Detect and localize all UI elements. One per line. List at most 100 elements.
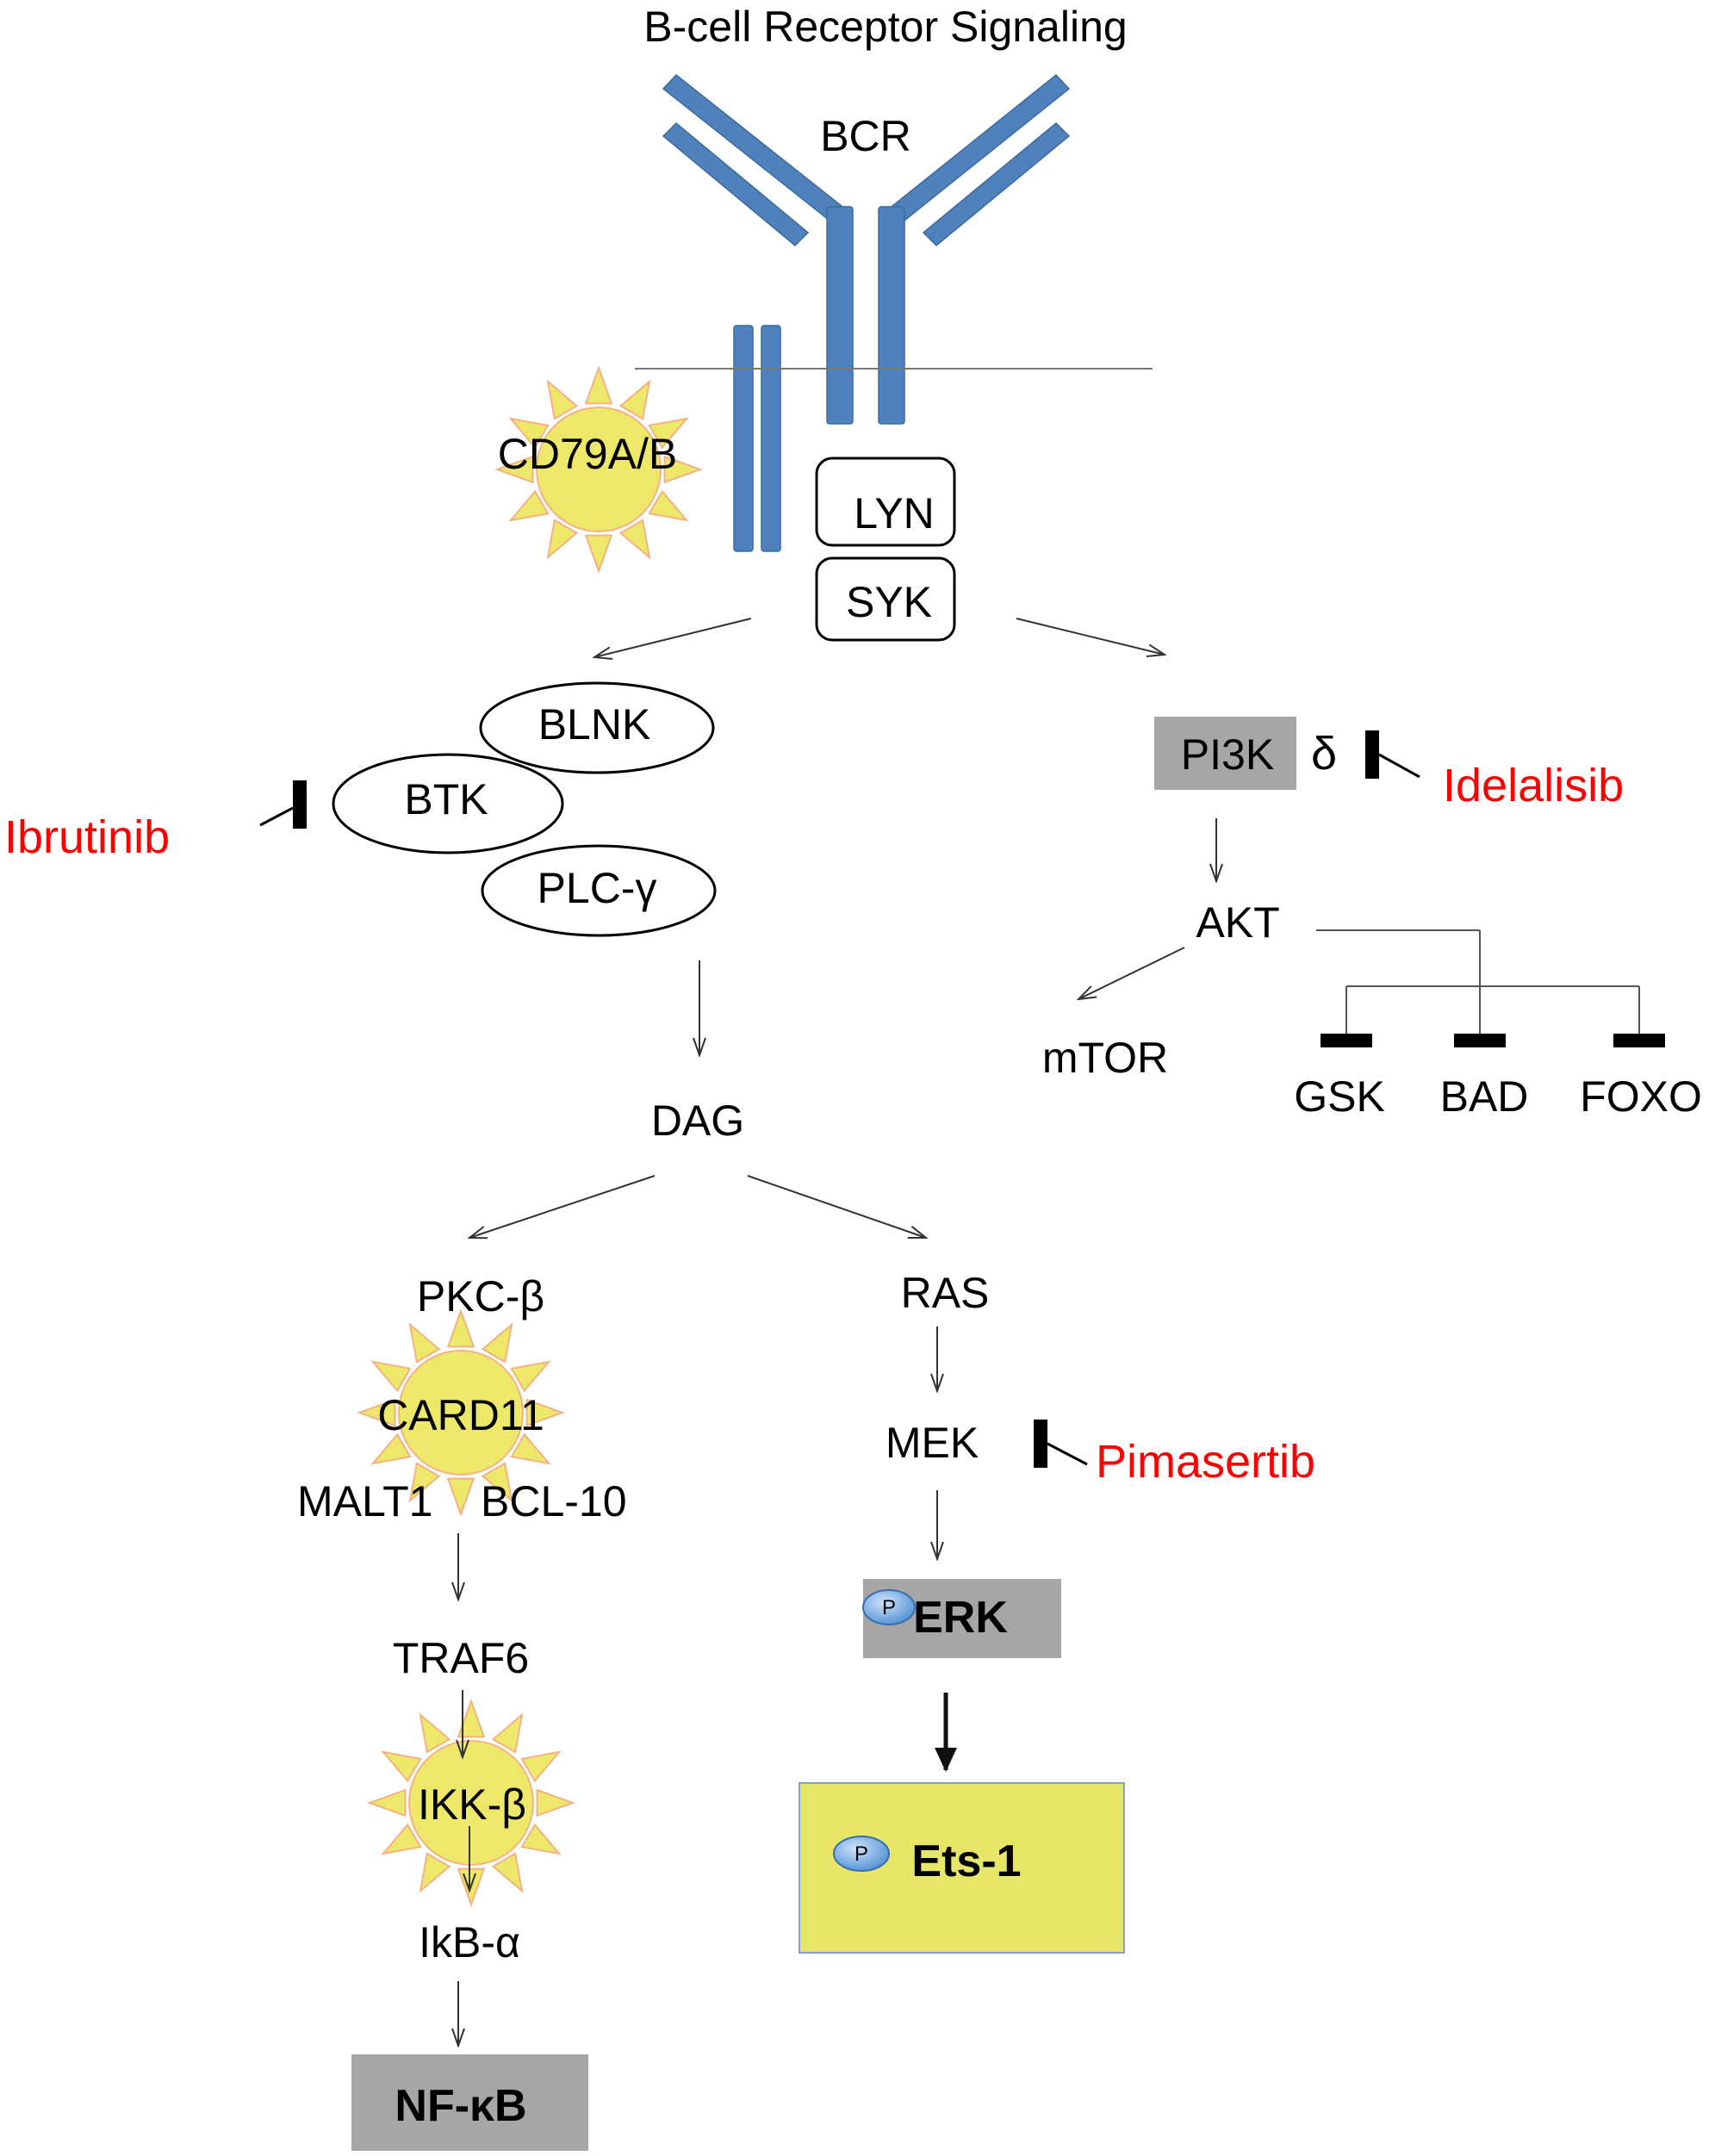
sun-ray: [584, 534, 613, 574]
gsk-inhibition-bar: [1321, 1034, 1372, 1047]
sun-ray: [481, 1462, 513, 1503]
sun-ray: [446, 1477, 475, 1517]
arrow-dag-to-ras: [747, 1175, 926, 1238]
bcr-arm-inner-left: [662, 121, 810, 247]
cd79a-chain: [733, 325, 754, 552]
cd79b-chain: [761, 325, 781, 552]
pimasertib-label: Pimasertib: [1096, 1436, 1315, 1488]
sun-ray: [520, 1823, 562, 1855]
akt-inhibition-tree: [1316, 929, 1640, 1034]
mek-label: MEK: [886, 1419, 979, 1467]
sun-core: [408, 1740, 534, 1866]
sun-ray: [381, 1823, 422, 1855]
sun-ray: [491, 1712, 524, 1754]
malt1-label: MALT1: [297, 1477, 432, 1525]
lyn-label: LYN: [854, 489, 935, 537]
erk-label: ERK: [913, 1593, 1008, 1643]
ikk-beta-label: IKK-β: [418, 1780, 526, 1829]
erk-phospho-label: P: [882, 1596, 896, 1619]
sun-ray: [618, 379, 651, 420]
sun-ray: [481, 1322, 513, 1364]
sun-ray: [419, 1852, 451, 1893]
bcr-arm-inner-right: [922, 121, 1071, 247]
ikk-sun-highlight: [367, 1699, 575, 1907]
sun-ray: [508, 417, 550, 450]
ibrutinib-label: Ibrutinib: [4, 811, 170, 863]
pi3k-box: [1154, 717, 1296, 790]
sun-core: [536, 407, 662, 532]
syk-label: SYK: [846, 578, 932, 626]
sun-ray: [508, 489, 550, 522]
blnk-ellipse: [479, 681, 715, 774]
mtor-label: mTOR: [1042, 1034, 1168, 1082]
cd79-sun-highlight: [494, 365, 703, 574]
bad-label: BAD: [1440, 1072, 1529, 1121]
sun-ray: [546, 379, 579, 420]
sun-ray: [520, 1750, 562, 1783]
erk-phospho-icon: P: [862, 1589, 916, 1625]
sun-ray: [494, 455, 534, 484]
btk-ellipse: [332, 753, 564, 854]
sun-ray: [618, 519, 651, 560]
ibrutinib-inhibition-icon: [259, 780, 307, 829]
sun-ray: [510, 1360, 551, 1393]
sun-ray: [584, 365, 613, 405]
bad-inhibition-bar: [1454, 1034, 1506, 1047]
pi3k-label: PI3K: [1181, 730, 1274, 779]
sun-ray: [408, 1322, 441, 1364]
bcl10-label: BCL-10: [481, 1477, 627, 1525]
foxo-inhibition-bar: [1613, 1034, 1665, 1047]
nfkb-label: NF-κB: [395, 2081, 526, 2131]
sun-ray: [446, 1308, 475, 1348]
ras-label: RAS: [901, 1269, 990, 1317]
sun-ray: [370, 1360, 412, 1393]
arrow-syk-to-pi3k: [1016, 618, 1165, 655]
sun-ray: [370, 1432, 412, 1465]
pkc-beta-label: PKC-β: [417, 1272, 544, 1320]
foxo-label: FOXO: [1580, 1072, 1702, 1121]
dag-label: DAG: [651, 1097, 744, 1145]
bcr-stem-right: [878, 206, 905, 425]
sun-ray: [510, 1432, 551, 1465]
sun-ray: [457, 1867, 486, 1907]
idelalisib-label: Idelalisib: [1443, 760, 1624, 811]
delta-label: δ: [1311, 728, 1337, 780]
sun-ray: [408, 1462, 441, 1503]
bcr-label: BCR: [820, 112, 911, 160]
plc-gamma-ellipse: [481, 844, 717, 937]
sun-ray: [367, 1788, 407, 1817]
sun-ray: [357, 1398, 396, 1427]
sun-ray: [381, 1750, 422, 1783]
sun-ray: [648, 417, 689, 450]
sun-ray: [663, 455, 703, 484]
sun-ray: [419, 1712, 451, 1754]
arrow-syk-to-blnk: [594, 618, 752, 657]
gsk-label: GSK: [1294, 1072, 1385, 1121]
sun-core: [398, 1350, 524, 1476]
card11-sun-highlight: [357, 1308, 565, 1517]
sun-ray: [525, 1398, 565, 1427]
syk-box: [815, 556, 956, 642]
ikb-alpha-label: IkB-α: [419, 1918, 520, 1966]
bcr-stem-left: [826, 206, 854, 425]
sun-ray: [491, 1852, 524, 1893]
sun-ray: [546, 519, 579, 560]
sun-ray: [457, 1699, 486, 1738]
traf6-label: TRAF6: [393, 1634, 529, 1682]
arrow-dag-to-pkc: [469, 1175, 656, 1238]
blnk-label: BLNK: [538, 700, 651, 749]
arrow-akt-to-mtor: [1078, 947, 1185, 999]
nfkb-box: [351, 2054, 588, 2151]
cd79-label: CD79A/B: [498, 430, 677, 478]
ets1-phospho-label: P: [854, 1842, 868, 1866]
akt-label: AKT: [1196, 898, 1279, 947]
idelalisib-inhibition-icon: [1365, 730, 1420, 779]
pimasertib-inhibition-icon: [1034, 1420, 1088, 1468]
btk-label: BTK: [404, 775, 488, 823]
ets1-phospho-icon: P: [833, 1836, 890, 1872]
ets1-label: Ets-1: [911, 1836, 1021, 1886]
plc-gamma-label: PLC-γ: [538, 864, 657, 912]
lyn-box: [815, 457, 956, 547]
sun-ray: [536, 1788, 575, 1817]
